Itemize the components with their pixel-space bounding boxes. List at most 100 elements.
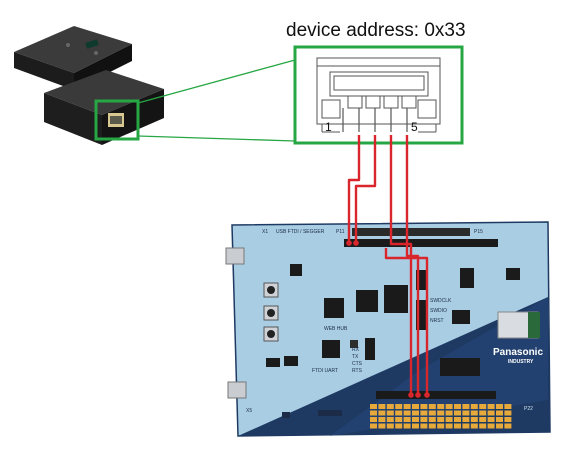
gold-pin [504,417,512,422]
gold-pin [378,423,386,429]
projection-line-bottom [137,135,296,142]
gold-pin [479,417,487,422]
gold-pin [428,423,436,429]
wire-pin-1 [347,135,361,243]
board-label-x1: X1 [262,229,268,235]
wire-pin-4 [405,135,420,395]
gold-pin [386,404,394,409]
gold-pin [428,410,436,416]
sensor-module-bottom [44,70,164,145]
gold-pin [386,423,394,429]
gold-pin [479,423,487,429]
board-brand-sub: INDUSTRY [508,359,534,365]
board-label-swdio: SWDIO [430,308,447,314]
gold-pin [437,423,445,429]
board-label-p11: P11 [336,229,345,235]
gold-pin [378,404,386,409]
board-label-uart: FTDI UART [312,368,338,374]
connector-highlight-small [94,99,140,141]
diagram-title: device address: 0x33 [286,20,466,41]
gold-pin [403,410,411,416]
gold-pin [370,417,377,422]
gold-pin [437,404,445,409]
gold-pin [462,423,470,429]
wire-pin-3 [389,135,413,395]
connector-pins [342,108,408,132]
gold-pin [420,417,428,422]
gold-pin [504,423,512,429]
gold-pin [445,417,453,422]
gold-pin [395,404,403,409]
gold-pin [487,417,495,422]
board-label-swdclk: SWDCLK [430,298,452,304]
pin-label-last: 5 [411,120,418,134]
gold-pin [487,410,495,416]
wire-pin-5 [384,248,429,395]
connector-zoom-box [293,45,464,145]
gold-pin [454,410,461,416]
board-label-usb: USB FTDI / SEGGER [276,229,325,235]
board-label-tx: TX [352,354,359,360]
gold-pin [487,423,495,429]
gold-pin [454,404,461,409]
board-label-cts: CTS [352,361,363,367]
gold-pin [428,417,436,422]
gold-header-field [370,404,512,429]
gold-pin [370,423,377,429]
wire-pin-2 [354,135,377,243]
gold-pin [454,417,461,422]
gold-pin [437,410,445,416]
board-label-web: WEB HUB [324,326,348,332]
gold-pin [496,417,503,422]
eval-board [225,221,551,437]
gold-pin [462,404,470,409]
gold-pin [479,404,487,409]
connector-drawing [316,57,441,133]
wire-junctions [346,240,430,398]
gold-pin [496,423,503,429]
gold-pin [428,404,436,409]
gold-pin [479,410,487,416]
gold-pin [420,423,428,429]
board-label-p22: P22 [524,406,533,412]
gold-pin [445,423,453,429]
board-label-rx: RX [352,347,360,353]
gold-pin [403,423,411,429]
gold-pin [470,404,478,409]
wires [347,135,429,395]
gold-pin [454,423,461,429]
gold-pin [445,410,453,416]
gold-pin [403,417,411,422]
board-label-x5: X5 [246,408,252,414]
gold-pin [420,410,428,416]
gold-pin [470,423,478,429]
projection-line-top [137,59,296,104]
gold-pin [470,417,478,422]
gold-pin [370,404,377,409]
gold-pin [420,404,428,409]
gold-pin [462,410,470,416]
gold-pin [487,404,495,409]
gold-pin [496,404,503,409]
gold-pin [386,410,394,416]
gold-pin [370,410,377,416]
board-label-nrst: NRST [430,318,444,324]
gold-pin [437,417,445,422]
gold-pin [504,410,512,416]
gold-pin [403,404,411,409]
gold-pin [496,410,503,416]
gold-pin [504,404,512,409]
gold-pin [395,410,403,416]
gold-pin [386,417,394,422]
gold-pin [470,410,478,416]
sensor-module-top [14,26,132,90]
gold-pin [395,423,403,429]
gold-pin [378,410,386,416]
gold-pin [445,404,453,409]
board-label-rts: RTS [352,368,363,374]
gold-pin [395,417,403,422]
pin-label-first: 1 [325,120,332,134]
gold-pin [412,417,419,422]
